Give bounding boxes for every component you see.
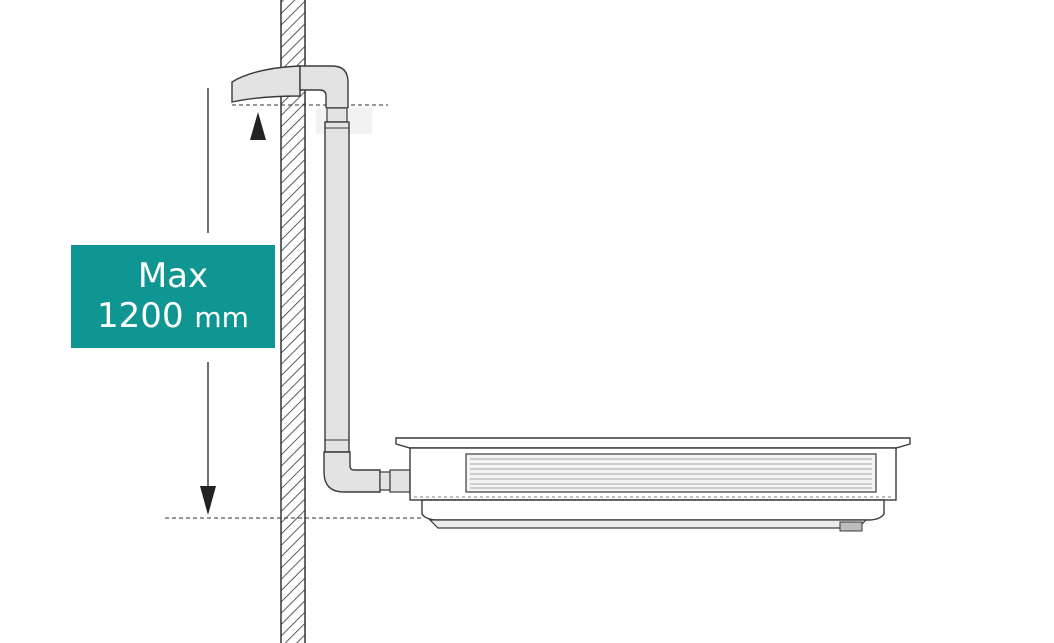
wall-hatching: [281, 0, 305, 643]
bottom-elbow: [323, 451, 381, 493]
up-arrow-icon: [250, 112, 266, 140]
drain-pan-bottom: [428, 519, 868, 529]
bottom-drain-plug: [839, 521, 863, 532]
max-height-label: Max 1200 mm: [71, 245, 275, 348]
bottom-coupling: [379, 471, 391, 491]
grille-louvers: [470, 458, 872, 489]
vertical-pipe: [324, 121, 350, 453]
drain-pan: [421, 499, 885, 521]
top-elbow: [299, 65, 349, 109]
drain-outlet: [389, 469, 411, 493]
label-value: 1200: [97, 295, 184, 336]
label-value-row: 1200 mm: [97, 295, 249, 336]
outlet-pipe: [231, 65, 301, 103]
wall: [280, 0, 306, 643]
top-coupling: [326, 107, 348, 123]
down-arrow-icon: [200, 486, 216, 515]
unit-top-flange: [395, 437, 911, 449]
indoor-unit: [395, 437, 911, 532]
unit-grille: [465, 453, 877, 493]
label-unit: mm: [194, 300, 249, 334]
label-max-text: Max: [137, 256, 209, 297]
